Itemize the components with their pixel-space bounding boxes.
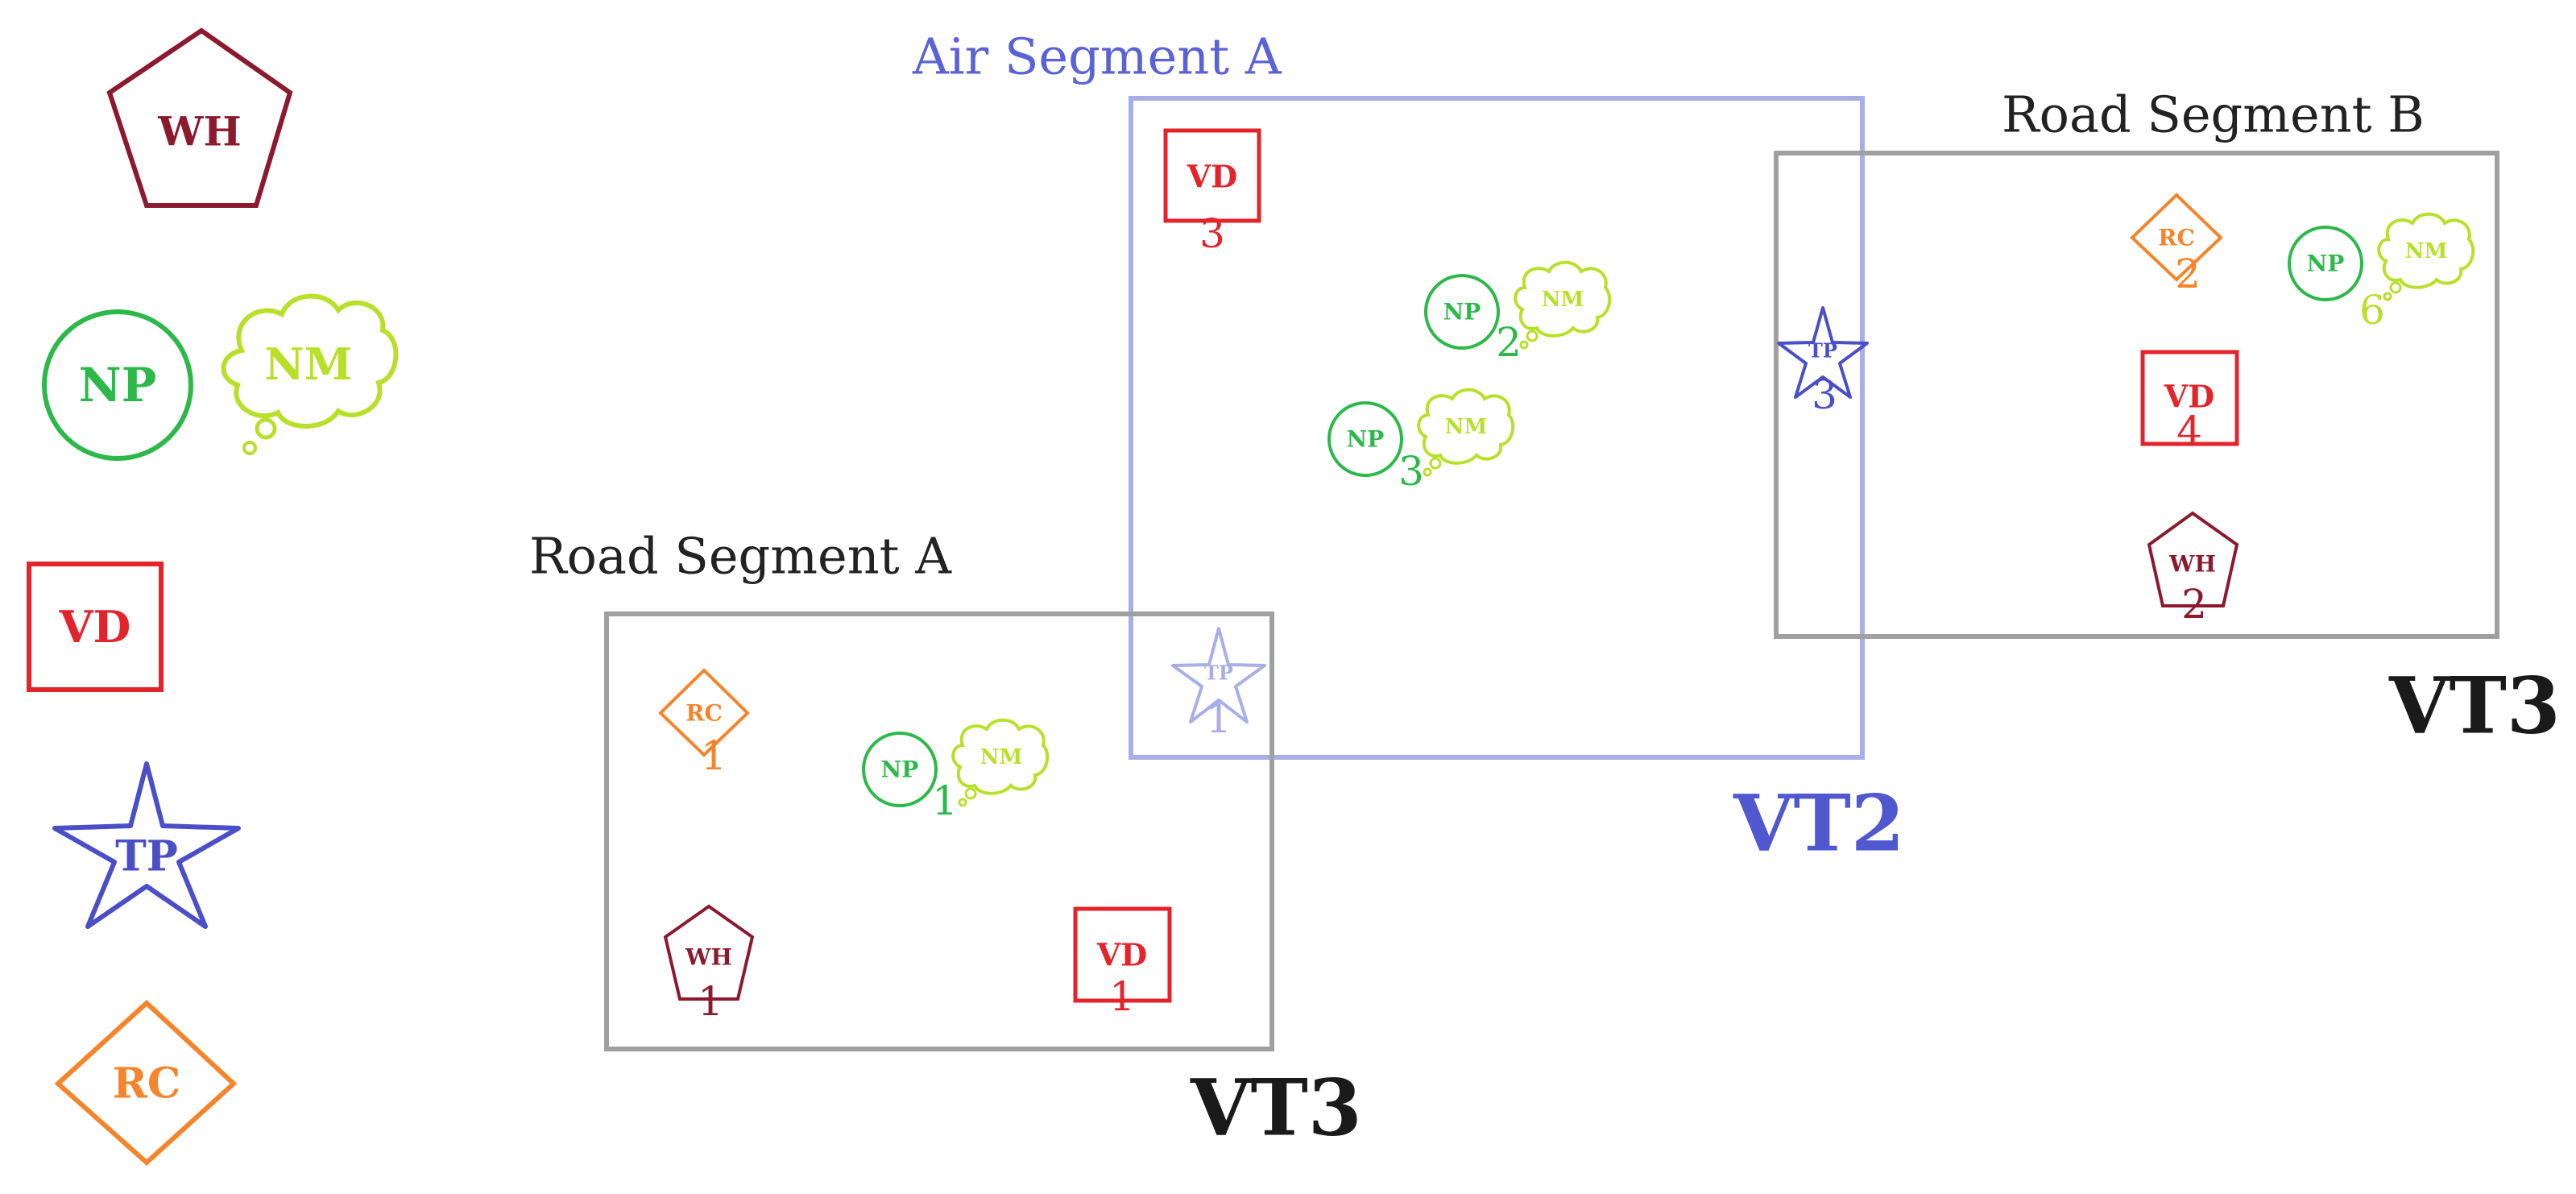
road-b-wh-label: WH (2168, 551, 2216, 578)
road-a-rc-number: 1 (701, 732, 727, 779)
legend-vd-label: VD (59, 601, 131, 653)
air-a-np2-node: NP NM 2 (1424, 260, 1612, 366)
road-segment-a-frame (604, 612, 1274, 1051)
road-b-np-label: NP (2307, 251, 2345, 277)
road-b-vd-label: VD (2164, 379, 2214, 415)
legend-warehouse-icon: WH (106, 27, 293, 208)
road-b-vd-number: 4 (2176, 408, 2202, 454)
road-a-wh-node: WH 1 (663, 904, 755, 1025)
air-segment-a-frame (1129, 96, 1865, 760)
road-segment-a-vehicle: VT3 (1190, 1063, 1362, 1154)
legend-vd-icon: VD (27, 562, 164, 692)
air-a-np2-label: NP (1443, 299, 1481, 325)
legend-rc-icon: RC (54, 999, 238, 1167)
road-a-rc-label: RC (685, 700, 723, 727)
legend-node-primary-label: NP (79, 358, 157, 413)
road-b-np-node: NP NM 6 (2288, 212, 2475, 334)
legend-warehouse-label: WH (157, 108, 241, 155)
road-b-rc-label: RC (2158, 225, 2195, 251)
road-segment-a: Road Segment A VT3 (529, 527, 1362, 1154)
air-segment-a: Air Segment A VT2 (912, 27, 1905, 869)
air-a-vd-number: 3 (1199, 210, 1225, 257)
air-a-np3-node: NP NM 3 (1327, 388, 1515, 495)
road-segment-b-frame (1774, 151, 2499, 639)
road-segment-b-vehicle: VT3 (2388, 661, 2561, 752)
air-a-np3-number: 3 (1398, 448, 1424, 495)
air-a-nm2-label: NM (1542, 288, 1584, 312)
road-b-rc-node: RC 2 (2130, 193, 2223, 297)
road-a-np-label: NP (881, 757, 919, 783)
air-a-vd-node: VD 3 (1163, 128, 1261, 257)
road-a-np-number: 1 (932, 777, 958, 824)
air-a-np3-label: NP (1347, 426, 1385, 453)
air-a-vd-label: VD (1187, 159, 1237, 195)
road-a-np-node: NP NM 1 (862, 718, 1050, 824)
air-a-np2-number: 2 (1496, 319, 1522, 366)
legend-rc-label: RC (113, 1059, 181, 1109)
road-a-vd-node: VD 1 (1073, 906, 1172, 1020)
road-a-wh-number: 1 (698, 978, 723, 1025)
road-a-wh-label: WH (685, 944, 732, 971)
tp-1-node: TP 1 (1171, 627, 1266, 742)
road-a-vd-number: 1 (1109, 973, 1135, 1020)
road-b-np-number: 6 (2359, 287, 2385, 334)
road-b-nm-label: NM (2405, 239, 2448, 263)
air-a-nm3-label: NM (1445, 415, 1488, 439)
legend-transfer-point-icon: TP (52, 761, 241, 929)
road-segment-b-title: Road Segment B (2002, 85, 2425, 144)
legend: WH NP NM VD TP RC (27, 27, 399, 1167)
road-a-vd-label: VD (1096, 937, 1147, 973)
tp-3-node: TP 3 (1777, 306, 1869, 418)
road-b-rc-number: 2 (2175, 251, 2201, 297)
legend-node-primary-icon: NP (42, 309, 193, 461)
road-b-vd-node: VD 4 (2140, 350, 2239, 454)
air-segment-a-vehicle: VT2 (1733, 778, 1905, 869)
tp-1-label: TP (1204, 661, 1233, 685)
legend-transfer-point-label: TP (115, 832, 178, 881)
legend-node-memory-icon: NM (221, 293, 399, 455)
tp-1-number: 1 (1206, 695, 1232, 742)
road-segment-a-title: Road Segment A (529, 527, 952, 586)
road-a-rc-node: RC 1 (658, 668, 750, 779)
tp-3-label: TP (1808, 339, 1837, 363)
road-segment-b: Road Segment B VT3 (1774, 85, 2561, 752)
road-b-wh-number: 2 (2181, 581, 2207, 628)
legend-node-memory-label: NM (264, 338, 352, 390)
air-segment-a-title: Air Segment A (912, 27, 1282, 86)
road-b-wh-node: WH 2 (2147, 511, 2239, 628)
tp-3-number: 3 (1812, 371, 1837, 418)
road-a-nm-label: NM (980, 745, 1023, 769)
